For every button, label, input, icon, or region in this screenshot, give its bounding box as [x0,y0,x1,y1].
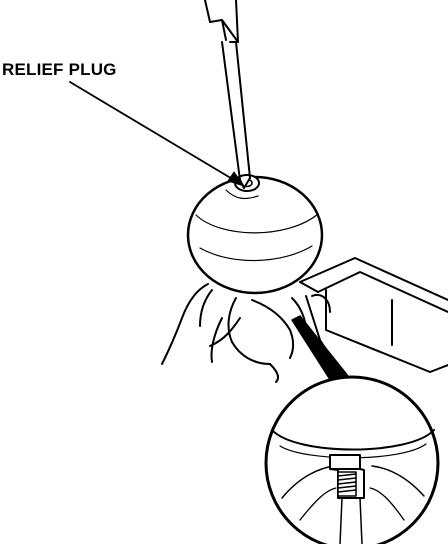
shift-console [299,257,448,373]
relief-plug-label: RELIEF PLUG [2,60,117,79]
screwdriver [204,0,251,189]
callout-arrow [69,81,245,187]
detail-magnifier [264,375,440,544]
shift-knob [186,175,324,295]
